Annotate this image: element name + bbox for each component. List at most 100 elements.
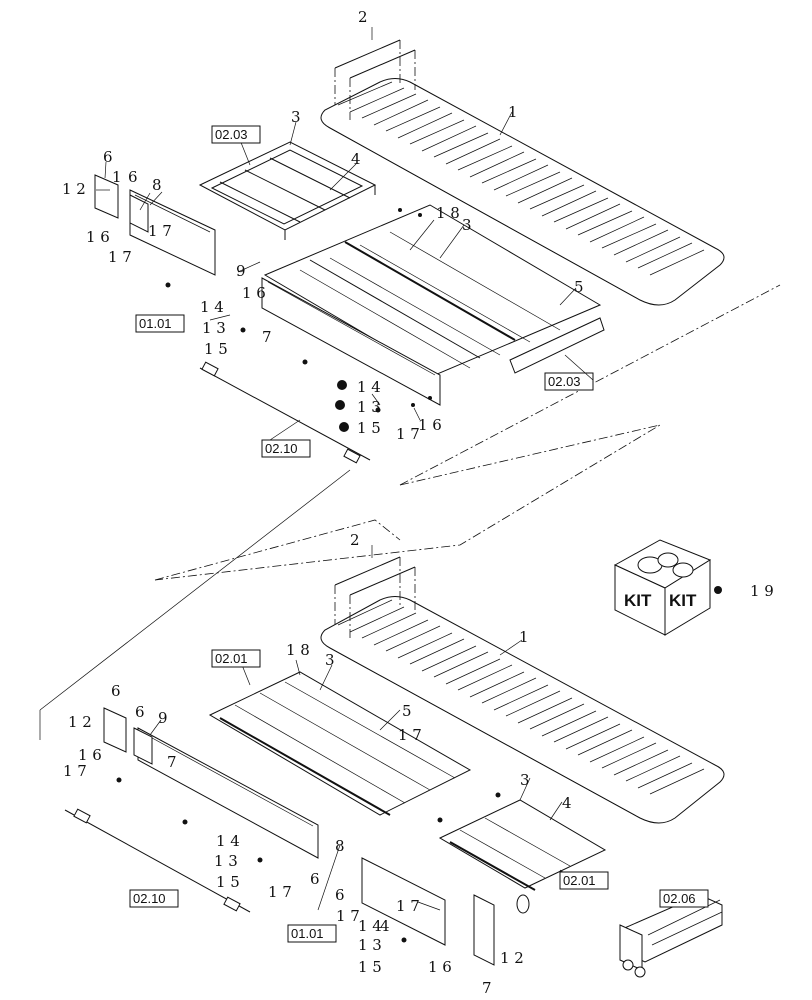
callout: 1 5: [358, 958, 382, 976]
callout: 2: [350, 531, 360, 549]
ref-box-02-03-top[interactable]: [211, 125, 261, 144]
callout: 1 2: [500, 949, 524, 967]
lower-rod-b: [349, 566, 416, 596]
upper-nut-13: [335, 400, 345, 410]
callout: 5: [574, 278, 584, 296]
callout: 1 6: [78, 746, 102, 764]
lower-right-frame: [438, 799, 607, 891]
callout: 1 2: [62, 180, 86, 198]
callout: 1 2: [68, 713, 92, 731]
callout: 1: [112, 168, 122, 186]
callout: 1 6: [418, 416, 442, 434]
callout: 1 5: [204, 340, 228, 358]
callout: 6: [103, 148, 113, 166]
callout: 4: [351, 150, 361, 168]
callout: 3: [325, 651, 335, 669]
callout: 1 4: [357, 378, 381, 396]
kit-text-right: KIT: [669, 591, 697, 610]
callout: 4: [380, 917, 390, 935]
callout: 1 3: [214, 852, 238, 870]
callout: 1 7: [148, 222, 172, 240]
callout: 9: [236, 262, 246, 280]
lower-shaft: [64, 809, 251, 913]
lower-plate-a: [103, 707, 127, 753]
upper-assembly: 2 1 3 4 6 1 2 1 6 8 1 6 1 7 1 7 1 8 3 9 …: [62, 8, 725, 464]
callout: 1 5: [216, 873, 240, 891]
ref-label: 02.01: [215, 651, 248, 666]
callout: 1 8: [286, 641, 310, 659]
ref-label: 01.01: [139, 316, 172, 331]
callout: 3: [462, 216, 472, 234]
ref-label: 02.03: [548, 374, 581, 389]
lower-boundary-line: [39, 469, 351, 711]
upper-roller: [509, 317, 605, 374]
callout: 1 6: [242, 284, 266, 302]
ref-label: 01.01: [291, 926, 324, 941]
callout: 1 7: [63, 762, 87, 780]
ref-label: 02.10: [265, 441, 298, 456]
ref-box-02-01-top[interactable]: [211, 649, 261, 668]
kit-box: KIT KIT 1 9: [613, 539, 774, 636]
lower-end-plate: [473, 894, 495, 966]
callout: 1 7: [108, 248, 132, 266]
upper-nut-15: [339, 422, 349, 432]
ref-box-01-01[interactable]: [135, 314, 185, 333]
ref-box-02-10[interactable]: [261, 439, 311, 458]
callout: 5: [402, 702, 412, 720]
upper-rod-b: [349, 49, 416, 79]
callout: 1 4: [200, 298, 224, 316]
ref-box-02-03-right[interactable]: [544, 372, 594, 391]
upper-plate-a: [94, 174, 119, 219]
callout: 7: [167, 753, 177, 771]
callout: 3: [291, 108, 301, 126]
callout: 6: [128, 168, 138, 186]
callout: 6: [135, 703, 145, 721]
upper-frame: [198, 141, 377, 240]
callout: 4: [562, 794, 572, 812]
ref-label: 02.10: [133, 891, 166, 906]
callout: 1 3: [202, 319, 226, 337]
ref-box-02-06[interactable]: [659, 889, 709, 908]
lower-main-frame: [208, 671, 472, 816]
upper-boundary-dashed-2: [154, 424, 661, 581]
callout: 7: [262, 328, 272, 346]
callout: 1 9: [750, 582, 774, 600]
callout: 1 6: [428, 958, 452, 976]
callout: 9: [158, 709, 168, 727]
upper-main-frame: [263, 204, 602, 376]
callout: 1 4: [358, 917, 382, 935]
ref-box-01-01[interactable]: [287, 924, 337, 943]
ref-box-02-10[interactable]: [129, 889, 179, 908]
upper-rod-a: [334, 39, 401, 69]
upper-boundary-dashed: [399, 284, 781, 486]
callout: 6: [310, 870, 320, 888]
callout: 1 6: [86, 228, 110, 246]
callout: 1 5: [357, 419, 381, 437]
lower-rod-a: [334, 556, 401, 586]
callout: 1 7: [336, 907, 360, 925]
callout: 1 3: [357, 398, 381, 416]
callout: 1 4: [216, 832, 240, 850]
callout: 1: [519, 628, 529, 646]
callout: 6: [335, 886, 345, 904]
callout: 2: [358, 8, 368, 26]
callout: 3: [520, 771, 530, 789]
lower-side-panel-right: [361, 857, 446, 946]
callout: 1: [508, 103, 518, 121]
callout: 8: [335, 837, 345, 855]
callout: 1 8: [436, 204, 460, 222]
callout: 1 7: [396, 897, 420, 915]
callout: 8: [152, 176, 162, 194]
lower-boundary-dashed: [154, 519, 401, 581]
callout: 7: [482, 979, 492, 997]
callout: 1 7: [268, 883, 292, 901]
ref-box-02-01-right[interactable]: [559, 871, 609, 890]
ref-label: 02.06: [663, 891, 696, 906]
part-02-06: [619, 894, 723, 978]
callout: 1 3: [358, 936, 382, 954]
lower-assembly: 2 1 1 8 3 6 1 2 6 9 5 1 6 1 7 7 1 7 3 4 …: [63, 531, 725, 997]
ref-label: 02.01: [563, 873, 596, 888]
callout: 1 7: [398, 726, 422, 744]
kit-text-left: KIT: [624, 591, 652, 610]
